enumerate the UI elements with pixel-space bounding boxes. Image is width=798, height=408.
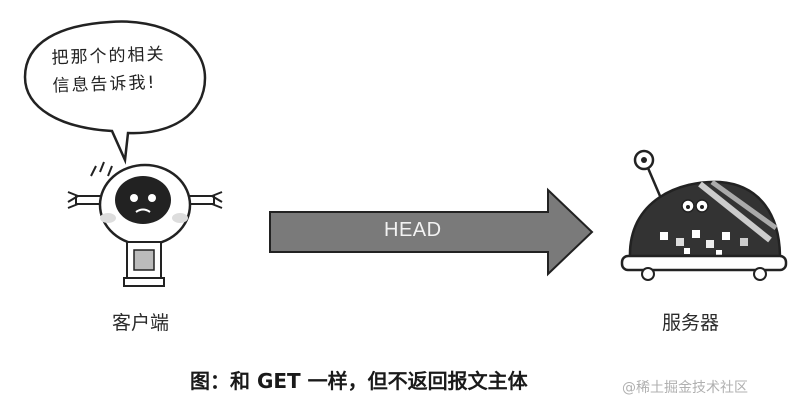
server-robot-icon <box>620 149 788 281</box>
figure-caption: 图：和 GET 一样，但不返回报文主体 <box>190 369 528 393</box>
speech-bubble-line2: 信息告诉我! <box>52 72 157 97</box>
arrow-label: HEAD <box>384 219 442 241</box>
head-arrow <box>269 187 594 277</box>
client-robot-icon <box>67 161 223 287</box>
watermark: @稀土掘金技术社区 <box>622 380 748 396</box>
server-label: 服务器 <box>662 312 720 334</box>
speech-bubble <box>23 20 207 165</box>
client-label: 客户端 <box>112 312 170 334</box>
speech-bubble-text: 把那个的相关 信息告诉我! <box>51 40 193 101</box>
